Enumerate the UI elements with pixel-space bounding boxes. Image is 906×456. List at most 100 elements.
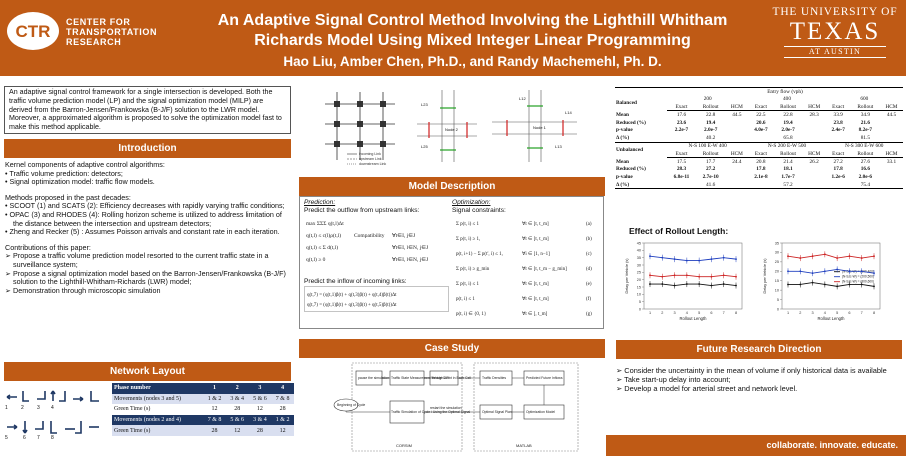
table-header-cell: 2 bbox=[225, 383, 249, 394]
x-axis-label: Rollout Length bbox=[679, 316, 707, 321]
data-point bbox=[661, 275, 664, 278]
authors: Hao Liu, Amber Chen, Ph.D., and Randy Ma… bbox=[283, 54, 662, 69]
table-cell bbox=[879, 134, 903, 143]
data-point bbox=[722, 274, 725, 277]
svg-text:∀i ∈ [1, n−1]: ∀i ∈ [1, n−1] bbox=[522, 251, 550, 257]
table-cell bbox=[880, 126, 903, 134]
flow-box-label: Traffic State Measurement through API bbox=[391, 376, 449, 380]
table-cell: 18.1 bbox=[783, 166, 793, 173]
x-tick-label: 1 bbox=[787, 311, 789, 315]
table-cell: 20.8 bbox=[756, 158, 766, 165]
table-row: Movements (nodes 2 and 4) 7 & 8 5 & 6 3 … bbox=[112, 414, 294, 426]
table-cell: Green Time (s) bbox=[112, 425, 204, 436]
y-tick-label: 15 bbox=[637, 285, 641, 289]
table-cell: Exact bbox=[667, 103, 696, 112]
table-cell: 3 & 4 bbox=[248, 414, 272, 426]
table-row: Green Time (s) 28 12 28 12 bbox=[112, 425, 294, 436]
data-point bbox=[787, 270, 789, 273]
abstract-box: An adaptive signal control framework for… bbox=[4, 86, 291, 134]
list-item-text: Consider the uncertainty in the mean of … bbox=[624, 366, 887, 375]
x-tick-label: 6 bbox=[848, 311, 850, 315]
data-point bbox=[722, 256, 725, 259]
data-point bbox=[649, 283, 651, 285]
table-cell: Rollout bbox=[773, 103, 803, 112]
y-axis-label: Delay per Vehicle (s) bbox=[625, 258, 629, 294]
svg-text:5: 5 bbox=[5, 435, 8, 441]
data-point bbox=[873, 285, 875, 288]
data-point bbox=[735, 258, 737, 261]
x-tick-label: 8 bbox=[735, 311, 737, 315]
table-cell: 28.3 bbox=[676, 166, 687, 173]
list-item: ➢ Develop a model for arterial street an… bbox=[616, 384, 798, 393]
table-cell: Exact bbox=[748, 103, 774, 112]
table-cell bbox=[725, 173, 748, 181]
intersection-diagram: incoming Link upstream Link downstream L… bbox=[325, 90, 577, 166]
y-tick-label: 30 bbox=[775, 251, 779, 255]
table-cell: 16.6 bbox=[860, 166, 870, 173]
series-line bbox=[649, 274, 737, 278]
series-line bbox=[788, 268, 875, 274]
intro-text: Methods proposed in the past decades: bbox=[5, 192, 131, 202]
diagram-label: Node 1 bbox=[533, 125, 547, 130]
case-study-heading: Case Study bbox=[299, 339, 605, 358]
prediction-equations: max ΣΣΣ q(t,l)Δt q(t,l) ≤ c(l)ρ(t,l) q(t… bbox=[306, 220, 429, 263]
table-cell: 27.6 bbox=[860, 158, 870, 165]
svg-text:Σ p(t, i) ≤ 1: Σ p(t, i) ≤ 1 bbox=[456, 282, 480, 287]
table-cell: 12 bbox=[211, 406, 218, 413]
table-cell: Rollout bbox=[850, 103, 880, 112]
poster-title: An Adaptive Signal Control Method Involv… bbox=[190, 11, 755, 51]
svg-text:q(t,l) ≤ Σ d(t,l): q(t,l) ≤ Σ d(t,l) bbox=[306, 244, 338, 251]
table-cell bbox=[880, 165, 903, 173]
table-cell: 12 bbox=[271, 425, 294, 436]
equation-label: (g) bbox=[586, 312, 592, 317]
x-tick-label: 8 bbox=[873, 311, 875, 315]
svg-text:∀t ∈ [t, t_m]: ∀t ∈ [t, t_m] bbox=[522, 236, 549, 242]
table-cell: Exact bbox=[825, 149, 851, 159]
list-item: ➢ Take start-up delay into account; bbox=[616, 375, 731, 384]
x-tick-label: 6 bbox=[710, 311, 712, 315]
data-point bbox=[860, 283, 863, 286]
data-point bbox=[811, 272, 814, 275]
table-cell: 7 & 8 bbox=[271, 393, 294, 405]
org-line: TRANSPORTATION bbox=[66, 27, 158, 37]
outflow-text: Predict the outflow from upstream links: bbox=[304, 207, 420, 214]
table-cell: 28 bbox=[248, 425, 272, 436]
logo-text: CTR bbox=[16, 22, 51, 41]
table-cell: 81.5 bbox=[850, 134, 880, 143]
table-header-row: Phase number 1 2 3 4 bbox=[112, 383, 294, 394]
data-point bbox=[799, 270, 802, 273]
table-cell bbox=[725, 119, 748, 127]
svg-text:q(t,7) = (q(t,1)β(t) + q(t,3)β: q(t,7) = (q(t,1)β(t) + q(t,3)β(t) + q(t,… bbox=[307, 303, 397, 308]
table-cell: Balanced bbox=[616, 100, 637, 107]
table-cell: Unbalanced bbox=[616, 147, 644, 154]
table-cell: 5 & 6 bbox=[248, 393, 272, 405]
data-point bbox=[735, 275, 737, 278]
effect-title: Effect of Rollout Length: bbox=[629, 226, 729, 236]
svg-text:Σ p(t, i) ≥ 1,: Σ p(t, i) ≥ 1, bbox=[456, 237, 480, 242]
table-cell: 34.9 bbox=[860, 112, 870, 119]
title-line: Richards Model Using Mixed Integer Linea… bbox=[254, 32, 691, 49]
flow-box-label: Beginning of Cycle bbox=[337, 403, 365, 407]
table-cell: Mean bbox=[616, 111, 629, 118]
table-cell bbox=[725, 126, 748, 134]
table-cell: Rollout bbox=[695, 149, 726, 159]
table-cell: Exact bbox=[667, 149, 696, 159]
data-point bbox=[836, 285, 839, 288]
table-cell bbox=[803, 126, 826, 134]
table-cell: 6.8e-11 bbox=[673, 174, 690, 181]
table-cell: 33.9 bbox=[833, 112, 843, 119]
table-row: Movements (nodes 3 and 5) 1 & 2 3 & 4 5 … bbox=[112, 393, 294, 405]
table-cell: 2.2e-7 bbox=[674, 127, 689, 134]
svg-text:∀t∈I, l∈N, j∈J: ∀t∈I, l∈N, j∈J bbox=[392, 256, 429, 263]
table-cell: 24.4 bbox=[732, 158, 742, 165]
table-cell: 2.0e-7 bbox=[781, 127, 795, 134]
flow-box-label: restart the simulation bbox=[430, 406, 462, 410]
table-cell: 23.8 bbox=[833, 119, 843, 126]
table-cell: 17.8 bbox=[756, 166, 766, 173]
table-cell: 2.0e-6 bbox=[858, 174, 873, 181]
table-cell: Green Time (s) bbox=[114, 406, 151, 413]
table-cell: 17.6 bbox=[676, 112, 687, 119]
